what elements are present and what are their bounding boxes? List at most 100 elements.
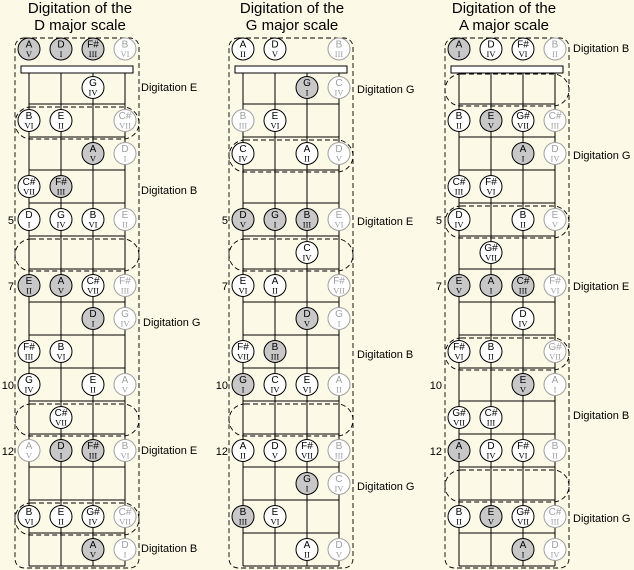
note-name: A: [122, 375, 129, 386]
note-b: BII: [543, 439, 567, 462]
note-name: G#: [86, 507, 100, 518]
note-name: D: [57, 441, 64, 452]
scale-degree: V: [90, 550, 97, 560]
scale-degree: III: [519, 286, 528, 296]
scale-degree: V: [58, 286, 65, 296]
note-a: AII: [231, 439, 255, 462]
scale-degree: VI: [271, 517, 280, 527]
note-e: EV: [543, 208, 567, 231]
note-name: B: [240, 111, 247, 122]
label-d-digitation-b-2: Digitation B: [141, 543, 198, 555]
note-name: B: [520, 210, 527, 221]
scale-degree: VII: [87, 286, 99, 296]
scale-degree: I: [490, 286, 493, 296]
note-name: B: [552, 441, 559, 452]
label-a-digitation-b-2: Digitation B: [573, 410, 630, 422]
note-c: CIV: [295, 241, 319, 264]
scale-degree: III: [551, 517, 560, 527]
note-a: AII: [295, 538, 319, 561]
note-name: E: [552, 210, 559, 221]
note-e: EII: [49, 505, 73, 528]
note-d: DI: [113, 142, 137, 165]
note-g-sharp: G#VII: [543, 340, 567, 363]
digitation-boundary: [444, 469, 570, 503]
scale-degree: II: [90, 385, 96, 395]
scale-degree: IV: [487, 49, 497, 59]
note-a: AV: [81, 538, 105, 561]
note-name: A: [272, 276, 279, 287]
note-name: D: [519, 309, 526, 320]
scale-degree: IV: [271, 385, 281, 395]
note-d: DV: [263, 37, 287, 61]
scale-degree: III: [239, 517, 248, 527]
note-name: B: [456, 111, 463, 122]
scale-degree: VII: [517, 517, 529, 527]
note-name: F#: [55, 177, 67, 188]
note-b: BVI: [113, 439, 137, 462]
note-d: DV: [263, 439, 287, 462]
note-name: D: [335, 540, 342, 551]
scale-degree: V: [90, 154, 97, 164]
scale-degree: IV: [25, 385, 35, 395]
scale-degree: II: [240, 451, 246, 461]
note-name: G: [271, 210, 279, 221]
note-name: D: [271, 441, 278, 452]
scale-degree: V: [26, 451, 33, 461]
note-c-sharp: C#III: [511, 274, 535, 297]
note-g-sharp: G#VII: [511, 109, 535, 132]
note-b: BVI: [49, 340, 73, 363]
note-e: EV: [447, 274, 471, 297]
scale-degree: V: [520, 385, 527, 395]
scale-degree: III: [271, 352, 280, 362]
note-e: EVI: [327, 208, 351, 231]
scale-degree: IV: [57, 220, 67, 230]
note-name: D: [271, 40, 278, 51]
label-d-digitation-b-1: Digitation B: [141, 185, 198, 197]
title-a-line1: Digitation of the: [451, 0, 557, 17]
scale-degree: III: [57, 187, 66, 197]
note-f-sharp: F#III: [17, 340, 41, 363]
note-g-sharp: G#VII: [447, 406, 471, 429]
title-a-major: Digitation of the A major scale: [404, 0, 604, 34]
note-name: D: [25, 210, 32, 221]
note-a: AII: [263, 274, 287, 297]
note-name: F#: [87, 441, 99, 452]
scale-degree: IV: [455, 220, 465, 230]
note-name: F#: [301, 441, 313, 452]
note-a: AV: [17, 37, 41, 61]
note-name: D: [89, 309, 96, 320]
note-name: G: [303, 474, 311, 485]
digitation-boundary: [444, 337, 570, 371]
scale-degree: II: [58, 121, 64, 131]
note-name: C#: [485, 408, 498, 419]
note-name: B: [122, 441, 129, 452]
scale-degree: I: [242, 385, 245, 395]
note-b: BII: [479, 340, 503, 363]
note-c: CIV: [327, 76, 351, 99]
fret-number-12-a: 12: [429, 446, 442, 458]
scale-degree: IV: [519, 319, 529, 329]
fret-number-7-g: 7: [221, 281, 228, 293]
scale-degree: V: [272, 451, 279, 461]
note-name: D: [303, 309, 310, 320]
note-e: EV: [479, 505, 503, 528]
note-e: EV: [511, 373, 535, 396]
scale-degree: III: [89, 49, 98, 59]
note-name: A: [26, 441, 33, 452]
note-name: F#: [333, 276, 345, 287]
note-f-sharp: F#VII: [295, 439, 319, 462]
digitation-boundary: [444, 73, 570, 107]
note-name: A: [456, 40, 463, 51]
digitation-boundary: [14, 403, 140, 437]
note-name: B: [240, 507, 247, 518]
note-name: D: [335, 144, 342, 155]
note-name: A: [58, 276, 65, 287]
note-name: B: [552, 40, 559, 51]
note-g: GI: [327, 307, 351, 330]
note-name: D: [57, 40, 64, 51]
scale-degree: VII: [517, 121, 529, 131]
scale-degree: VII: [119, 517, 131, 527]
scale-degree: IV: [335, 88, 345, 98]
fret-number-12-d: 12: [1, 446, 14, 458]
note-e: EII: [49, 109, 73, 132]
